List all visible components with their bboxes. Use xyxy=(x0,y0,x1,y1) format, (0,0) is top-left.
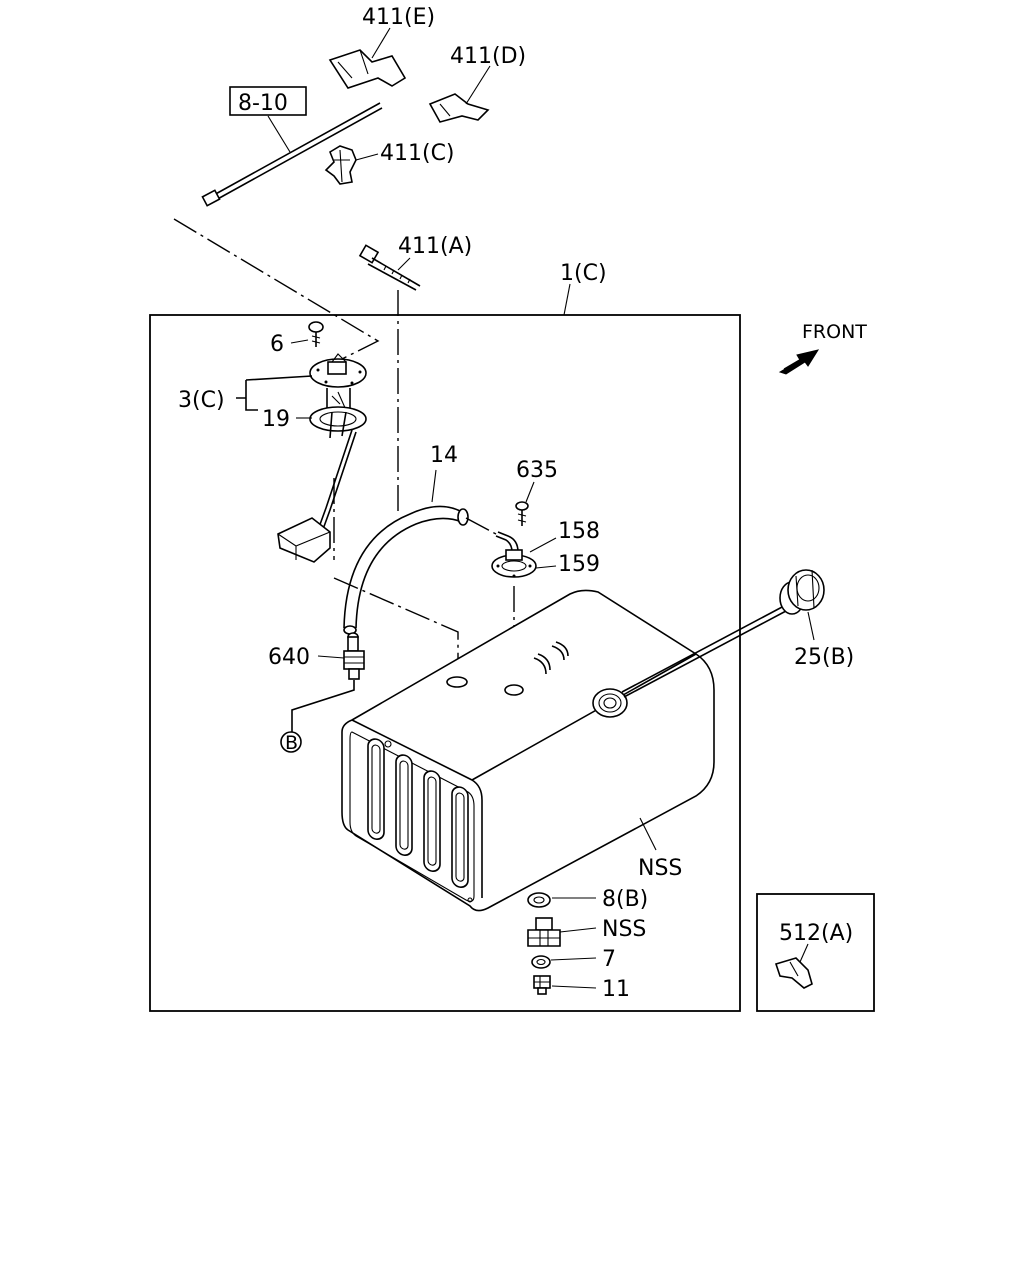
screw-6 xyxy=(308,321,324,347)
washer-8b xyxy=(527,892,551,908)
callout-25b: 25(B) xyxy=(794,645,854,670)
callout-512a: 512(A) xyxy=(779,921,853,946)
harness-strap xyxy=(201,102,383,207)
callout-3c: 3(C) xyxy=(178,388,225,413)
callout-19: 19 xyxy=(262,407,290,432)
filler-cap-25b xyxy=(779,569,825,615)
connector-640 xyxy=(343,632,365,680)
callout-158: 158 xyxy=(558,519,600,544)
callout-nss-plug: NSS xyxy=(602,917,646,942)
gauge-gasket-and-sender xyxy=(309,388,367,439)
clip-411d xyxy=(428,93,490,123)
main-assembly-frame xyxy=(149,314,741,1012)
callout-8-10: 8-10 xyxy=(238,91,288,116)
part-512a xyxy=(774,957,813,989)
callout-411d: 411(D) xyxy=(450,44,526,69)
ref-box-8-10 xyxy=(229,86,307,116)
plug-11 xyxy=(533,975,551,995)
front-arrow-icon xyxy=(778,349,820,375)
callout-11: 11 xyxy=(602,977,630,1002)
clip-411c xyxy=(324,145,357,185)
callout-411a: 411(A) xyxy=(398,234,472,259)
callout-8b: 8(B) xyxy=(602,887,648,912)
callout-14: 14 xyxy=(430,443,458,468)
fuel-gauge-plate xyxy=(309,353,367,388)
gasket-7 xyxy=(531,955,551,969)
front-label: FRONT xyxy=(802,321,867,343)
fuel-hose-14 xyxy=(343,505,469,635)
callout-411e: 411(E) xyxy=(362,5,435,30)
callout-nss-tank: NSS xyxy=(638,856,682,881)
screw-635 xyxy=(515,501,529,526)
callout-6: 6 xyxy=(270,332,284,357)
fuel-tank xyxy=(341,589,715,912)
ref-b-label: B xyxy=(285,732,298,754)
callout-1c: 1(C) xyxy=(560,261,607,286)
fuel-level-float xyxy=(277,429,357,563)
callout-159: 159 xyxy=(558,552,600,577)
ref-circle-b xyxy=(280,731,302,753)
callout-7: 7 xyxy=(602,947,616,972)
drain-plug-nss xyxy=(527,917,561,947)
callout-635: 635 xyxy=(516,458,558,483)
cable-tie-411a xyxy=(358,244,421,291)
clip-411e xyxy=(328,49,407,89)
detail-box-512a xyxy=(756,893,875,1012)
callout-640: 640 xyxy=(268,645,310,670)
callout-411c: 411(C) xyxy=(380,141,455,166)
vent-plate-158-159 xyxy=(491,549,537,578)
